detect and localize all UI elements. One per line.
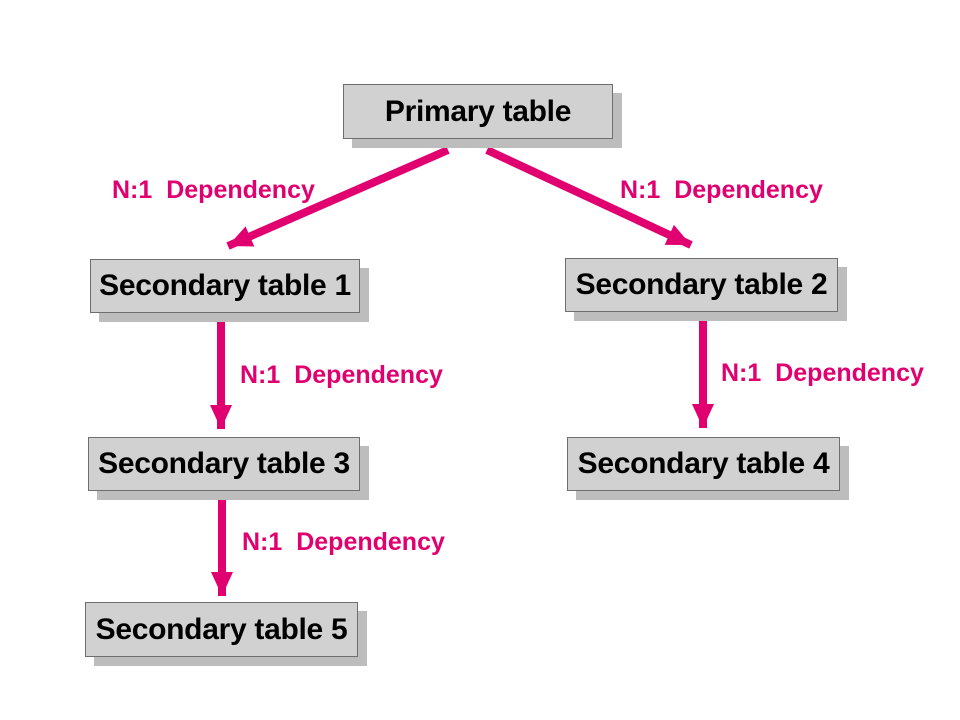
node-secondary-table-2: Secondary table 2	[565, 258, 838, 312]
node-secondary-table-4: Secondary table 4	[567, 437, 840, 491]
node-secondary-table-3: Secondary table 3	[88, 437, 360, 491]
node-label: Secondary table 1	[99, 269, 351, 302]
node-label: Secondary table 2	[575, 268, 828, 301]
edge-label-secondary2-secondary4: N:1 Dependency	[721, 359, 924, 387]
node-label: Secondary table 5	[95, 612, 348, 646]
node-secondary-table-1: Secondary table 1	[90, 259, 360, 313]
node-label: Primary table	[384, 94, 572, 128]
edge-label-primary-secondary1: N:1 Dependency	[112, 176, 315, 204]
node-primary-table: Primary table	[343, 84, 613, 139]
edge-label-secondary1-secondary3: N:1 Dependency	[240, 361, 443, 389]
node-label: Secondary table 4	[577, 447, 830, 480]
edge-label-primary-secondary2: N:1 Dependency	[620, 176, 823, 204]
edge-label-secondary3-secondary5: N:1 Dependency	[242, 528, 445, 556]
node-secondary-table-5: Secondary table 5	[85, 602, 358, 657]
node-label: Secondary table 3	[98, 447, 350, 480]
